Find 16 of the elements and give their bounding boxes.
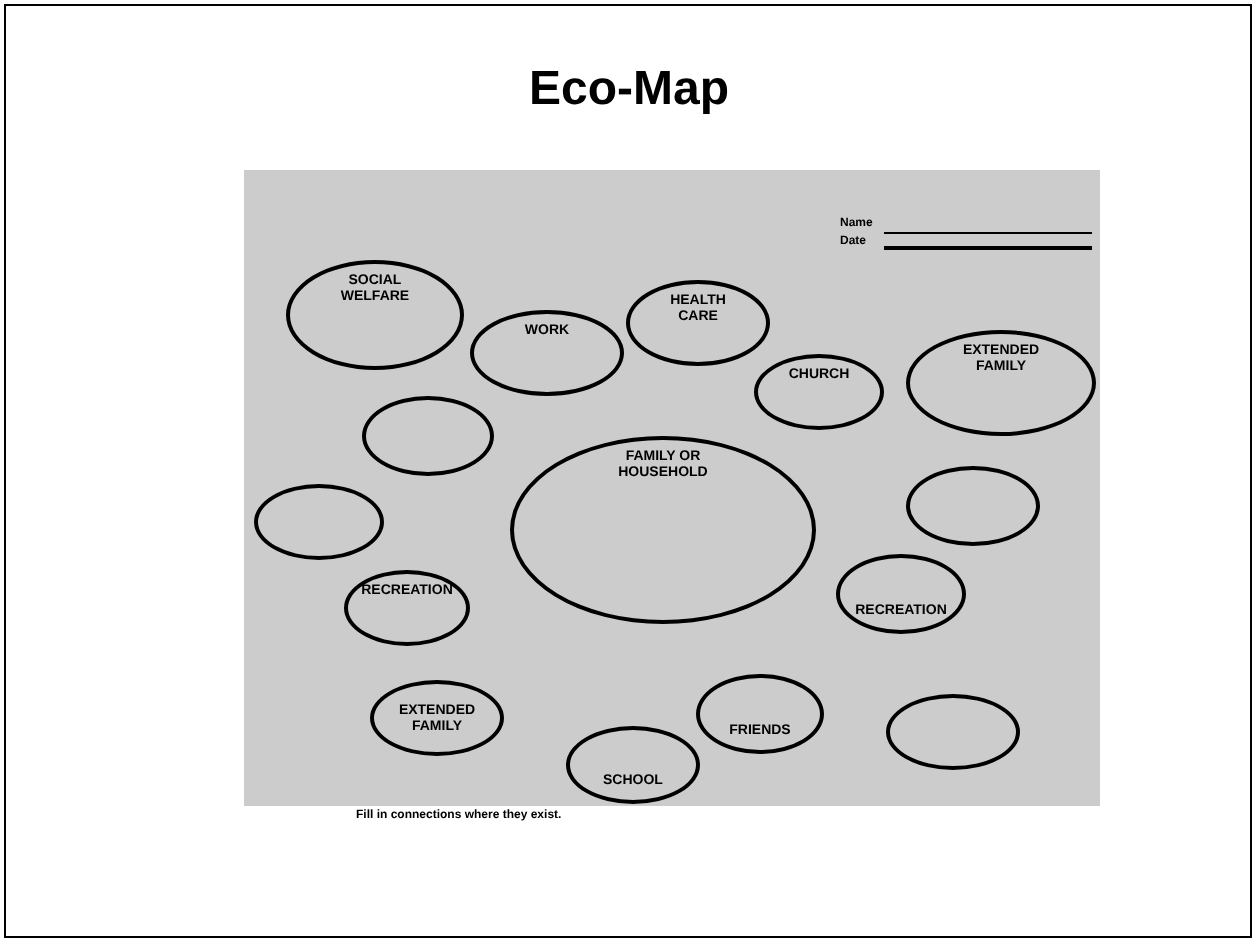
empty-circle bbox=[254, 484, 384, 560]
labeled-circle bbox=[836, 554, 966, 634]
labeled-circle bbox=[754, 354, 884, 430]
labeled-circle bbox=[906, 330, 1096, 436]
labeled-circle bbox=[510, 436, 816, 624]
labeled-circle bbox=[626, 280, 770, 366]
slide-title: Eco-Map bbox=[526, 60, 731, 120]
empty-circle bbox=[906, 466, 1040, 546]
labeled-circle bbox=[286, 260, 464, 370]
labeled-circle bbox=[344, 570, 470, 646]
labeled-circle bbox=[566, 726, 700, 804]
empty-circle bbox=[886, 694, 1020, 770]
labeled-circle bbox=[470, 310, 624, 396]
labeled-circle bbox=[696, 674, 824, 754]
labeled-circle bbox=[370, 680, 504, 756]
empty-circle bbox=[362, 396, 494, 476]
